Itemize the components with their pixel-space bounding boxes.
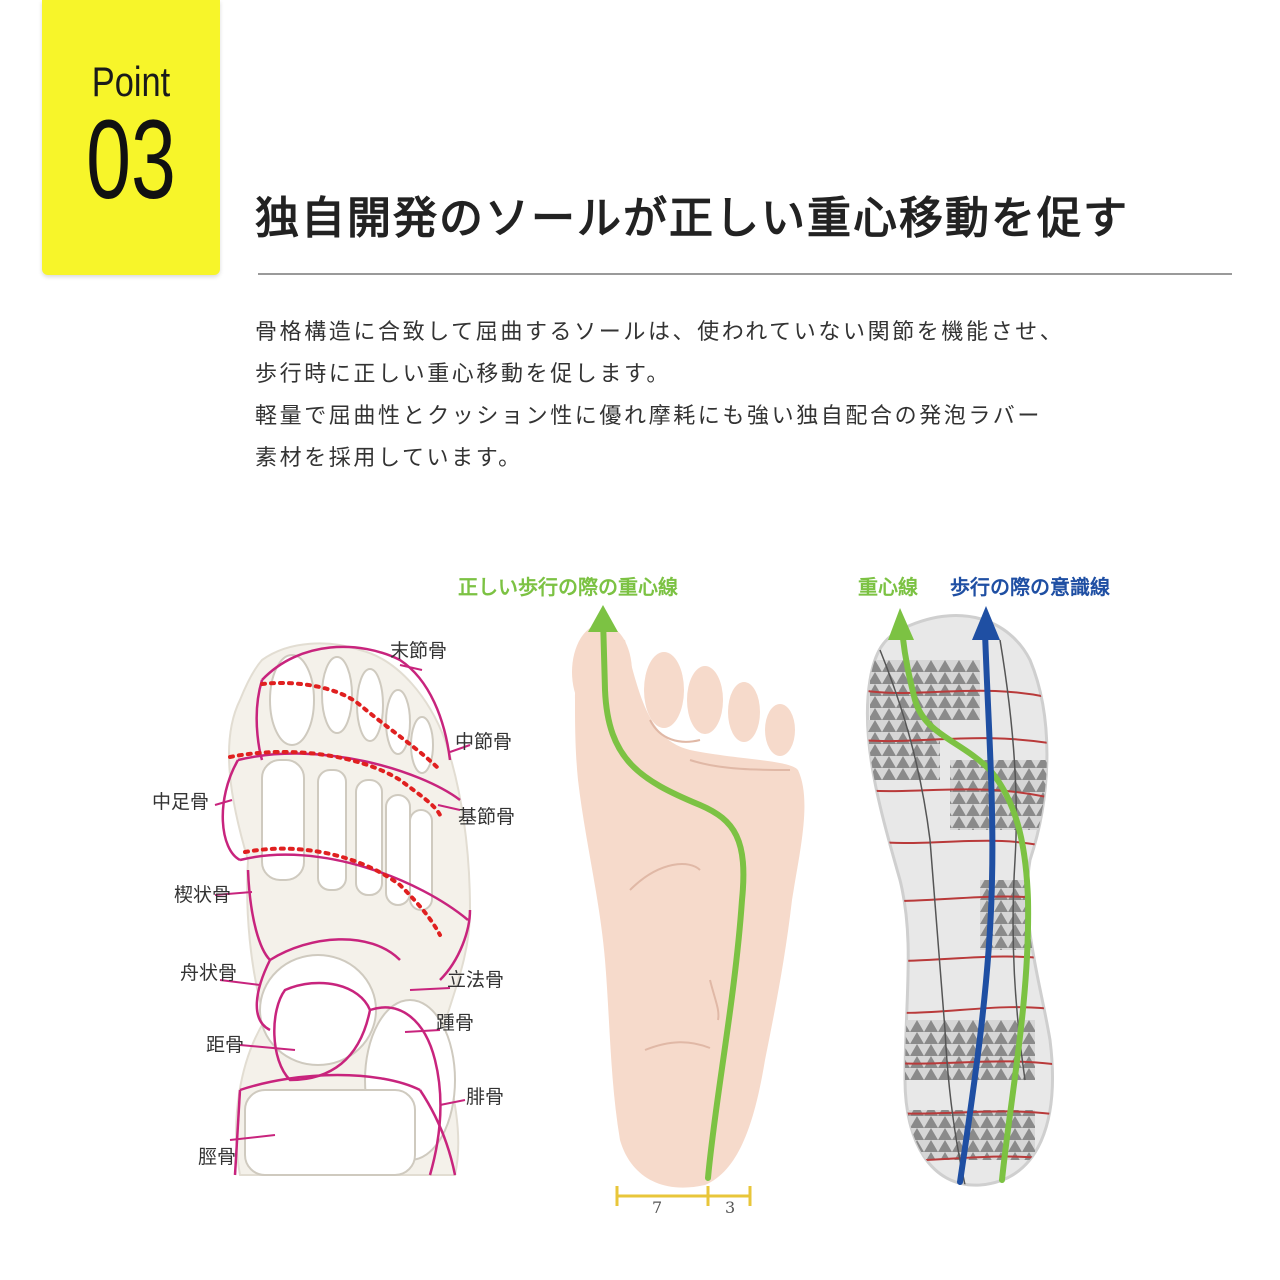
description-line: 軽量で屈曲性とクッション性に優れ摩耗にも強い独自配合の発泡ラバー bbox=[255, 404, 1042, 429]
bone-label-distal-phalanx: 末節骨 bbox=[390, 640, 448, 662]
skeleton-foot-diagram bbox=[214, 642, 472, 1176]
bone-label-navicular: 舟状骨 bbox=[180, 962, 238, 984]
bone-label-talus: 距骨 bbox=[206, 1034, 245, 1056]
bone-label-metatarsal: 中足骨 bbox=[152, 791, 210, 813]
bone-label-fibula: 腓骨 bbox=[466, 1086, 505, 1108]
center-line-label: 重心線 bbox=[858, 575, 918, 599]
description-line: 骨格構造に合致して屈曲するソールは、使われていない関節を機能させ、 bbox=[255, 320, 1065, 345]
bare-foot-diagram bbox=[572, 605, 805, 1206]
point-label: Point bbox=[91, 58, 171, 105]
shoe-sole-diagram bbox=[865, 606, 1054, 1187]
bone-label-middle-phalanx: 中節骨 bbox=[455, 731, 513, 753]
ratio-left: 7 bbox=[652, 1198, 663, 1217]
bone-label-cuboid: 立法骨 bbox=[447, 969, 505, 991]
point-badge: Point 03 bbox=[42, 0, 220, 275]
title-divider bbox=[258, 273, 1232, 275]
conscious-line-label: 歩行の際の意識線 bbox=[950, 575, 1110, 599]
bone-label-tibia: 脛骨 bbox=[198, 1146, 237, 1168]
description-line: 素材を採用しています。 bbox=[255, 446, 523, 471]
description: 骨格構造に合致して屈曲するソールは、使われていない関節を機能させ、 歩行時に正し… bbox=[255, 312, 1215, 480]
bone-label-cuneiform: 楔状骨 bbox=[174, 884, 232, 906]
description-line: 歩行時に正しい重心移動を促します。 bbox=[255, 362, 672, 387]
ratio-right: 3 bbox=[725, 1198, 736, 1217]
bone-label-calcaneus: 踵骨 bbox=[436, 1012, 475, 1034]
point-number: 03 bbox=[86, 97, 176, 222]
bone-label-proximal-phalanx: 基節骨 bbox=[458, 806, 516, 828]
section-title: 独自開発のソールが正しい重心移動を促す bbox=[255, 193, 1129, 244]
correct-center-line-label: 正しい歩行の際の重心線 bbox=[458, 575, 678, 599]
